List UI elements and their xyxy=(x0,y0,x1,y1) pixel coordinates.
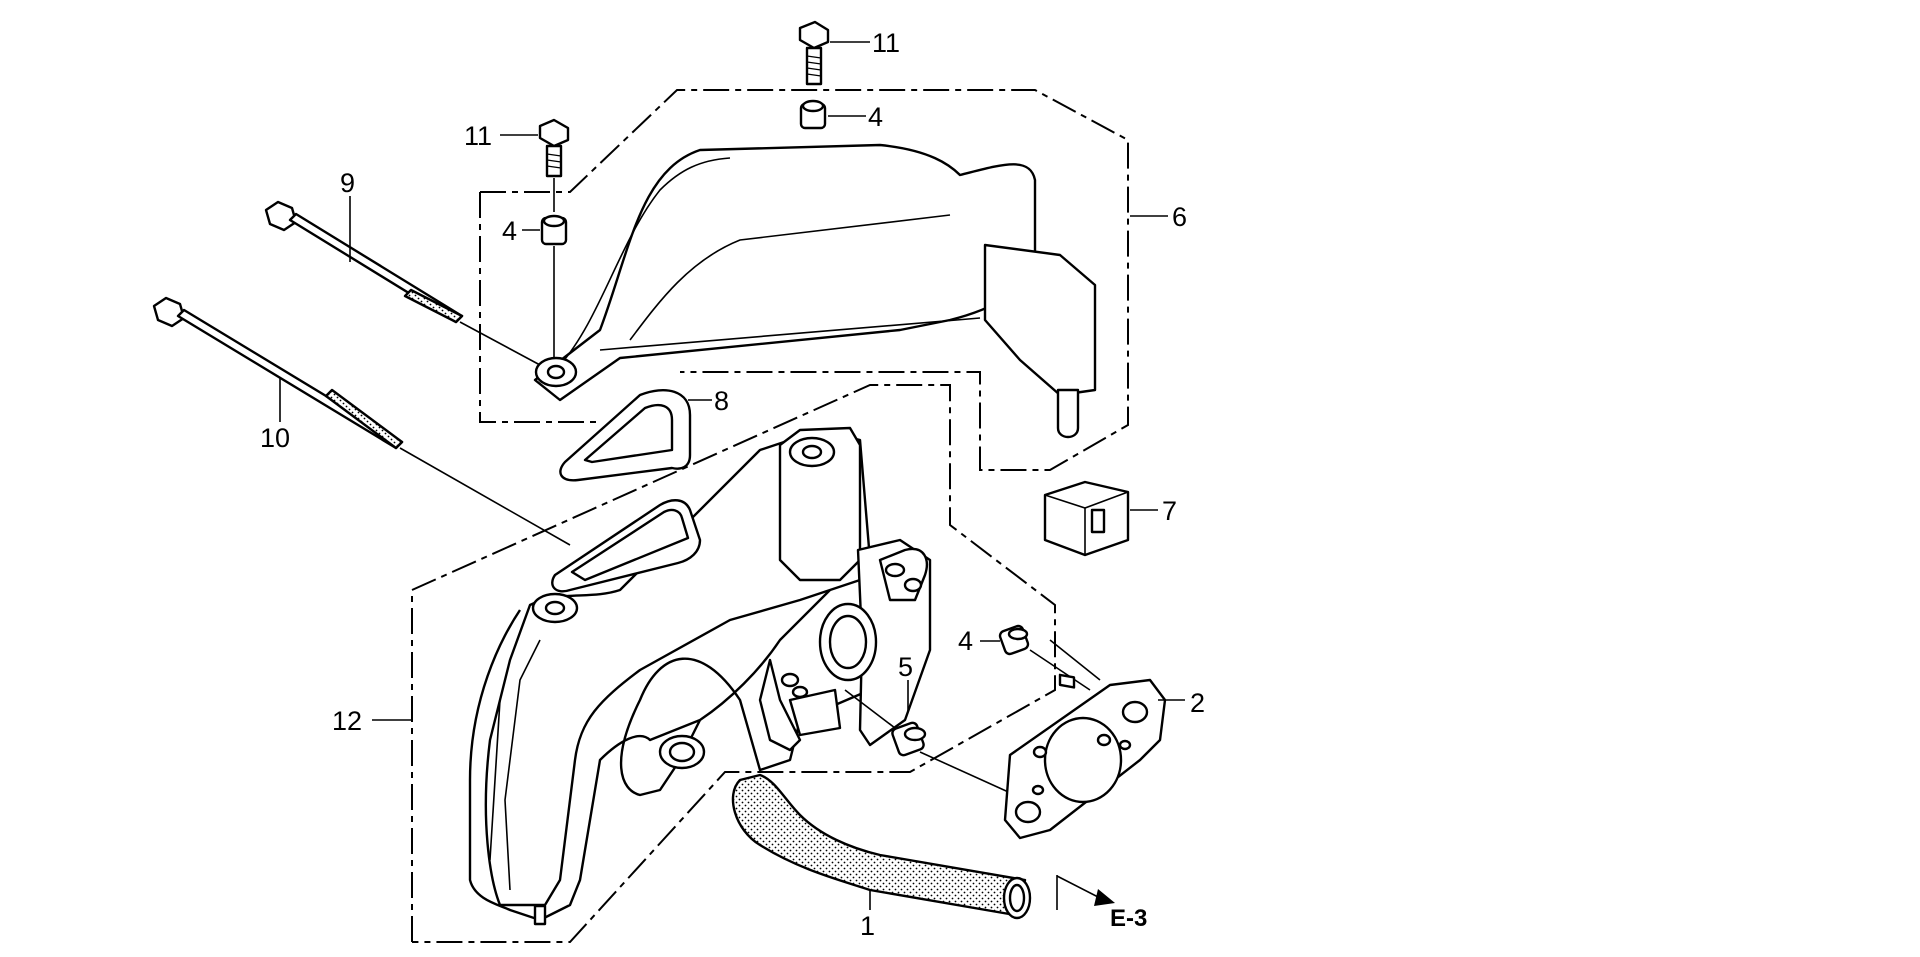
callout-11-left: 11 xyxy=(464,121,492,151)
reference-arrow xyxy=(1056,875,1115,910)
callout-8: 8 xyxy=(714,386,729,416)
callout-6: 6 xyxy=(1172,202,1187,232)
callout-4-left: 4 xyxy=(502,216,517,246)
bolt-part-11-top xyxy=(798,20,870,86)
callout-4-top: 4 xyxy=(868,102,883,132)
collar-part-4-top xyxy=(799,99,866,130)
callout-9: 9 xyxy=(340,168,355,198)
cover-group-outline xyxy=(479,89,1129,471)
block-part-7 xyxy=(1043,480,1158,689)
callout-10: 10 xyxy=(260,423,290,453)
collar-part-5 xyxy=(844,680,1016,796)
callout-12: 12 xyxy=(332,706,362,736)
collar-part-4-left xyxy=(522,214,568,360)
long-bolt-part-9 xyxy=(264,196,541,366)
callout-5: 5 xyxy=(898,652,913,682)
air-cleaner-case-part-12 xyxy=(372,426,932,926)
callout-7: 7 xyxy=(1162,496,1177,526)
bolt-part-11-left xyxy=(500,118,570,212)
reference-label: E-3 xyxy=(1110,905,1147,932)
callout-4-right: 4 xyxy=(958,626,973,656)
gasket-part-8 xyxy=(559,388,712,482)
insulator-gasket-part-2 xyxy=(1003,639,1185,840)
callout-2: 2 xyxy=(1190,688,1205,718)
callout-11-top: 11 xyxy=(872,28,900,58)
long-bolt-part-10 xyxy=(152,296,571,546)
collar-part-4-right xyxy=(980,624,1091,691)
callout-1: 1 xyxy=(860,911,875,941)
breather-tube-part-1 xyxy=(731,773,1032,920)
case-group-outline xyxy=(411,384,1056,943)
air-cleaner-cover-part-6 xyxy=(533,143,1168,439)
